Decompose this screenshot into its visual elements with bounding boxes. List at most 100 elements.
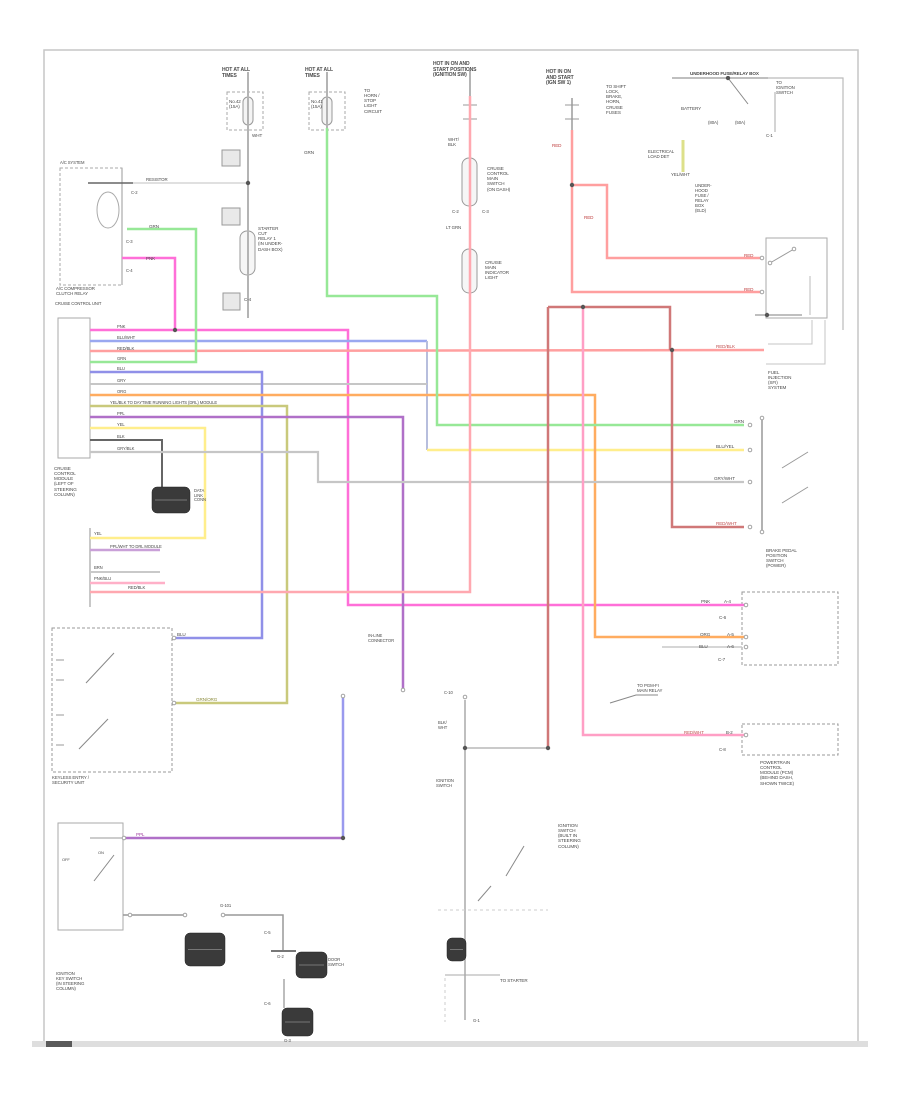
diagram-label: OFF [62, 857, 70, 862]
diagram-label: HOT IN ON AND START POSITIONS (IGNITION … [433, 61, 477, 79]
diagram-label: GRN/ORG [196, 697, 218, 702]
diagram-label: GRN [117, 356, 127, 361]
diagram-label: GRN [304, 150, 314, 155]
bus-switch-1 [781, 451, 809, 469]
page-border [43, 49, 859, 1047]
diagram-label: UNDER- HOOD FUSE / RELAY BOX (ELD) [695, 183, 712, 213]
black-drop [90, 439, 163, 488]
chain-switch-1 [505, 845, 525, 877]
magenta-relay-drop [122, 256, 177, 330]
diagram-label: IGNITION SWITCH (BUILT IN STEERING COLUM… [558, 823, 581, 849]
diagram-label: RED/BLK [117, 346, 135, 351]
diagram-label: FUEL INJECTION (SFI) SYSTEM [768, 370, 792, 391]
connector-circle [747, 422, 753, 428]
diagram-label: TO IGNITION SWITCH [776, 80, 795, 95]
gray-bracket-a [768, 320, 813, 345]
diagram-label: YEL/BLK TO DAYTIME RUNNING LIGHTS (DRL) … [110, 400, 218, 405]
diagram-label: YEL/WHT [671, 172, 690, 177]
diagram-label: LT GRN [446, 225, 462, 230]
diagram-label: IGNITION SWITCH [436, 778, 454, 788]
corner-page-mark [46, 1041, 72, 1047]
diagram-label: C-3 [482, 209, 489, 214]
diagram-label: C-2 [452, 209, 459, 214]
keyless-switch-2 [78, 718, 109, 750]
diagram-label: WHT [252, 133, 263, 138]
connector-circle [121, 835, 127, 841]
diagram-label: G-101 [220, 903, 232, 908]
diagram-label: C-6 [264, 1001, 271, 1006]
diagram-label: YEL [117, 422, 125, 427]
diagram-label: BLU [117, 366, 125, 371]
pgmfi-arrow [609, 694, 658, 704]
pink-from-fuse3 [90, 96, 472, 594]
diagram-label: GRN [734, 419, 744, 424]
connector-circle [171, 700, 177, 706]
h1-connector-c [222, 292, 241, 311]
junction-wire2 [225, 914, 284, 950]
diagram-label: TO SHIFT LOCK, BRAKE, HORN, CRUISE FUSES [606, 84, 627, 115]
diagram-label: GRY/BLK [117, 446, 135, 451]
diagram-label: TO HORN / STOP LIGHT CIRCUIT [364, 88, 382, 114]
diagram-label: G-2 [277, 954, 284, 959]
diagram-label: BRN [94, 565, 103, 570]
diagram-label: RED/WHT [716, 521, 737, 526]
connector-circle [747, 479, 753, 485]
diagram-label: C-7 [718, 657, 726, 662]
bottom-edge-band [32, 1041, 868, 1047]
connector-circle [171, 635, 177, 641]
pink-to-pcm [581, 307, 744, 737]
connector-circle [747, 524, 753, 530]
diagram-label: G-1 [473, 1018, 480, 1023]
olive-to-keyless [90, 404, 289, 705]
diagram-label: HOT AT ALL TIMES [305, 67, 333, 79]
diagram-label: ORG [117, 389, 127, 394]
diagram-label: HOT AT ALL TIMES [222, 67, 250, 79]
r1-switch [769, 248, 795, 264]
junction-dot [340, 835, 346, 841]
diagram-label: BLK [117, 434, 125, 439]
diagram-label: RED [584, 215, 594, 220]
junction-dot [462, 745, 468, 751]
diagram-label: C-4 [244, 297, 252, 302]
connector-circle [127, 912, 133, 918]
diagram-label: CRUISE CONTROL MODULE (LEFT OF STEERING … [54, 466, 77, 497]
connector-circle [182, 912, 188, 918]
red-branch [572, 183, 762, 260]
diagram-label: RED [744, 287, 754, 292]
diagram-label: RED [744, 253, 754, 258]
diagram-label: G-3 [284, 1038, 291, 1043]
fuse1-outline [226, 91, 264, 131]
connector-circle [759, 289, 765, 295]
diagram-label: BLU [177, 632, 186, 637]
connector-circle [759, 529, 765, 535]
diagram-label: BLU/WHT [117, 335, 136, 340]
diagram-label: DATA LINK CONN [194, 488, 206, 503]
diagram-label: B-2 [726, 730, 733, 735]
ignition-switch-box-right [765, 237, 828, 319]
diagram-label: CRUISE CONTROL UNIT [55, 301, 102, 306]
diagram-label: RED/BLK [128, 585, 146, 590]
junction-dot [545, 745, 551, 751]
diagram-label: IN-LINE CONNECTOR [368, 633, 395, 643]
diagram-label: YEL [94, 531, 102, 536]
connector-circle [743, 634, 749, 640]
diagram-label: (50A) [735, 120, 746, 125]
diagram-label: GRN [149, 224, 159, 229]
keyless-unit-box [51, 627, 173, 773]
diagram-label: HOT IN ON AND START (IGN SW 1) [546, 69, 574, 87]
maroon-horizontal [548, 305, 672, 350]
diagram-label: DOOR SWITCH [328, 957, 344, 967]
diagram-label: ON [98, 850, 104, 855]
diagram-label: A-5 [727, 632, 734, 637]
ac-relay-coil [96, 191, 120, 229]
ignition-key-switch-box [57, 822, 124, 931]
connector-circle [767, 260, 773, 266]
diagram-label: C-10 [444, 690, 453, 695]
diagram-label: CRUISE MAIN INDICATOR LIGHT [485, 260, 509, 281]
pcm-box-lower [741, 723, 839, 756]
diagram-label: PNK [146, 256, 156, 261]
connector-circle [743, 602, 749, 608]
diagram-label: ORG [700, 632, 711, 637]
